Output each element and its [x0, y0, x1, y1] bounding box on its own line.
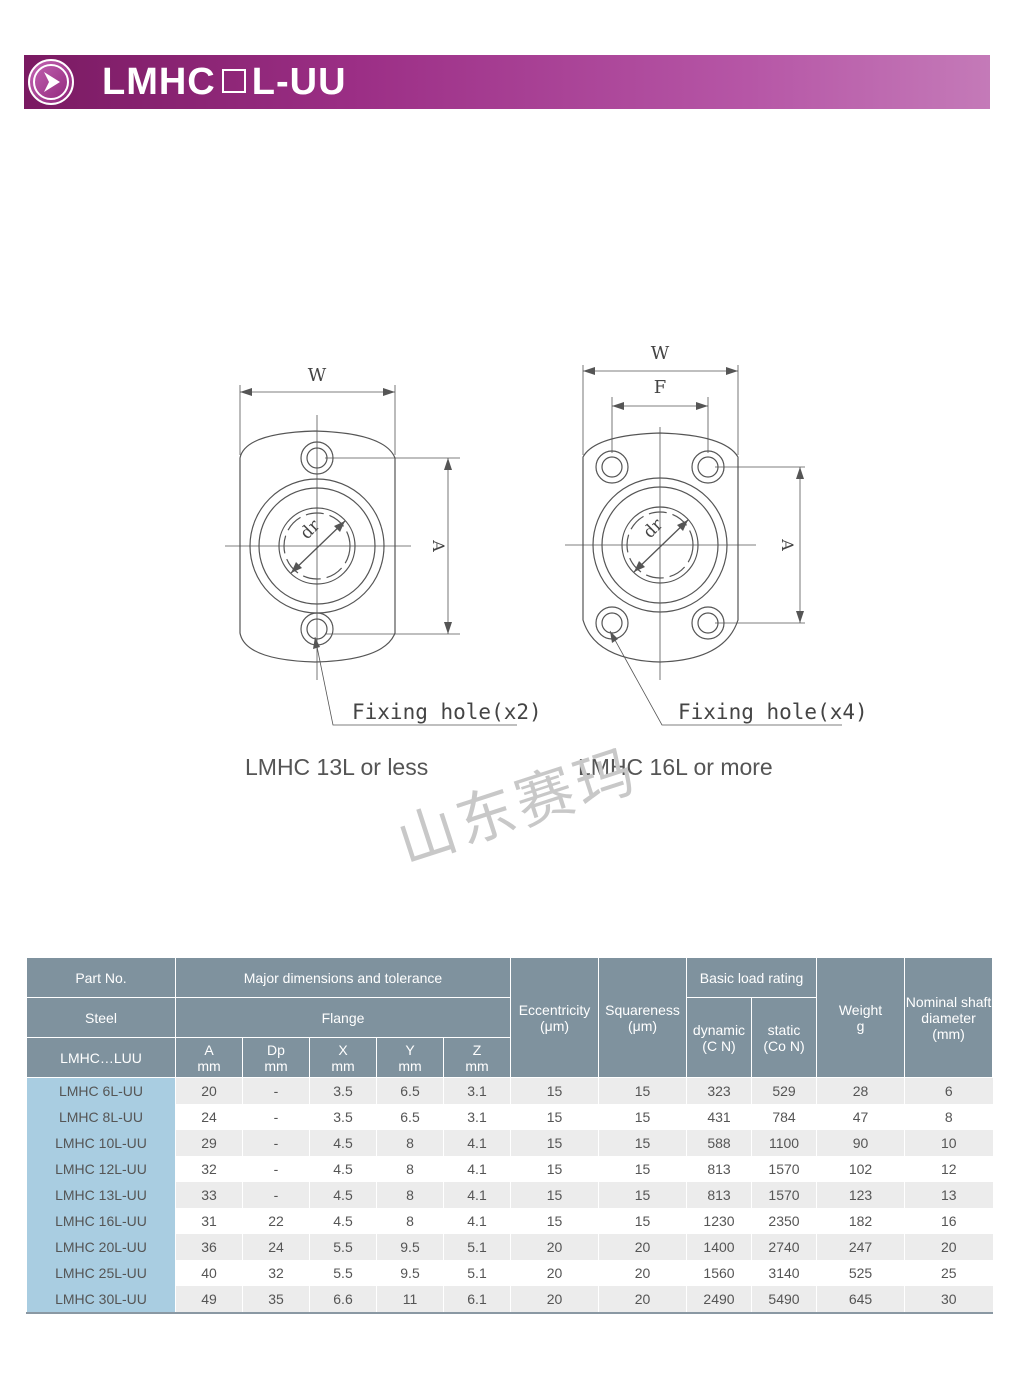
- square-symbol-icon: [221, 68, 246, 93]
- svg-text:W: W: [651, 343, 670, 364]
- th-flange: Flange: [175, 997, 511, 1038]
- drawing-16l-or-more: W F A dr Fixing hole(x4): [565, 343, 868, 726]
- th-steel: Steel: [26, 997, 176, 1038]
- th-static: static(Co N): [750, 997, 818, 1078]
- svg-text:A: A: [429, 539, 448, 552]
- spec-table: Part No. Major dimensions and tolerance …: [26, 957, 994, 1314]
- svg-text:Fixing hole(x2): Fixing hole(x2): [352, 700, 542, 724]
- caption-16l-or-more: LMHC 16L or more: [578, 754, 773, 780]
- caption-13l-or-less: LMHC 13L or less: [245, 754, 429, 780]
- svg-text:Fixing hole(x4): Fixing hole(x4): [678, 700, 868, 724]
- th-dynamic: dynamic(C N): [686, 997, 752, 1078]
- th-lmhc-luu: LMHC…LUU: [26, 1037, 176, 1078]
- watermark: 山东赛玛: [389, 735, 646, 878]
- arrow-right-circle-icon: [28, 59, 74, 105]
- th-part-no: Part No.: [26, 957, 176, 998]
- th-nominal-shaft-diameter: Nominal shaft diameter(mm): [904, 957, 994, 1078]
- svg-text:dr: dr: [296, 515, 324, 543]
- th-basic-load-rating: Basic load rating: [685, 957, 818, 998]
- svg-text:A: A: [778, 538, 797, 551]
- svg-text:dr: dr: [639, 514, 667, 542]
- th-major-dimensions: Major dimensions and tolerance: [175, 957, 511, 998]
- th-eccentricity: Eccentricity(μm): [510, 957, 599, 1078]
- svg-text:W: W: [308, 365, 327, 386]
- drawing-13l-or-less: W A dr Fixing hole(x2): [225, 365, 542, 726]
- th-squareness: Squareness(μm): [598, 957, 687, 1078]
- svg-text:F: F: [654, 377, 667, 398]
